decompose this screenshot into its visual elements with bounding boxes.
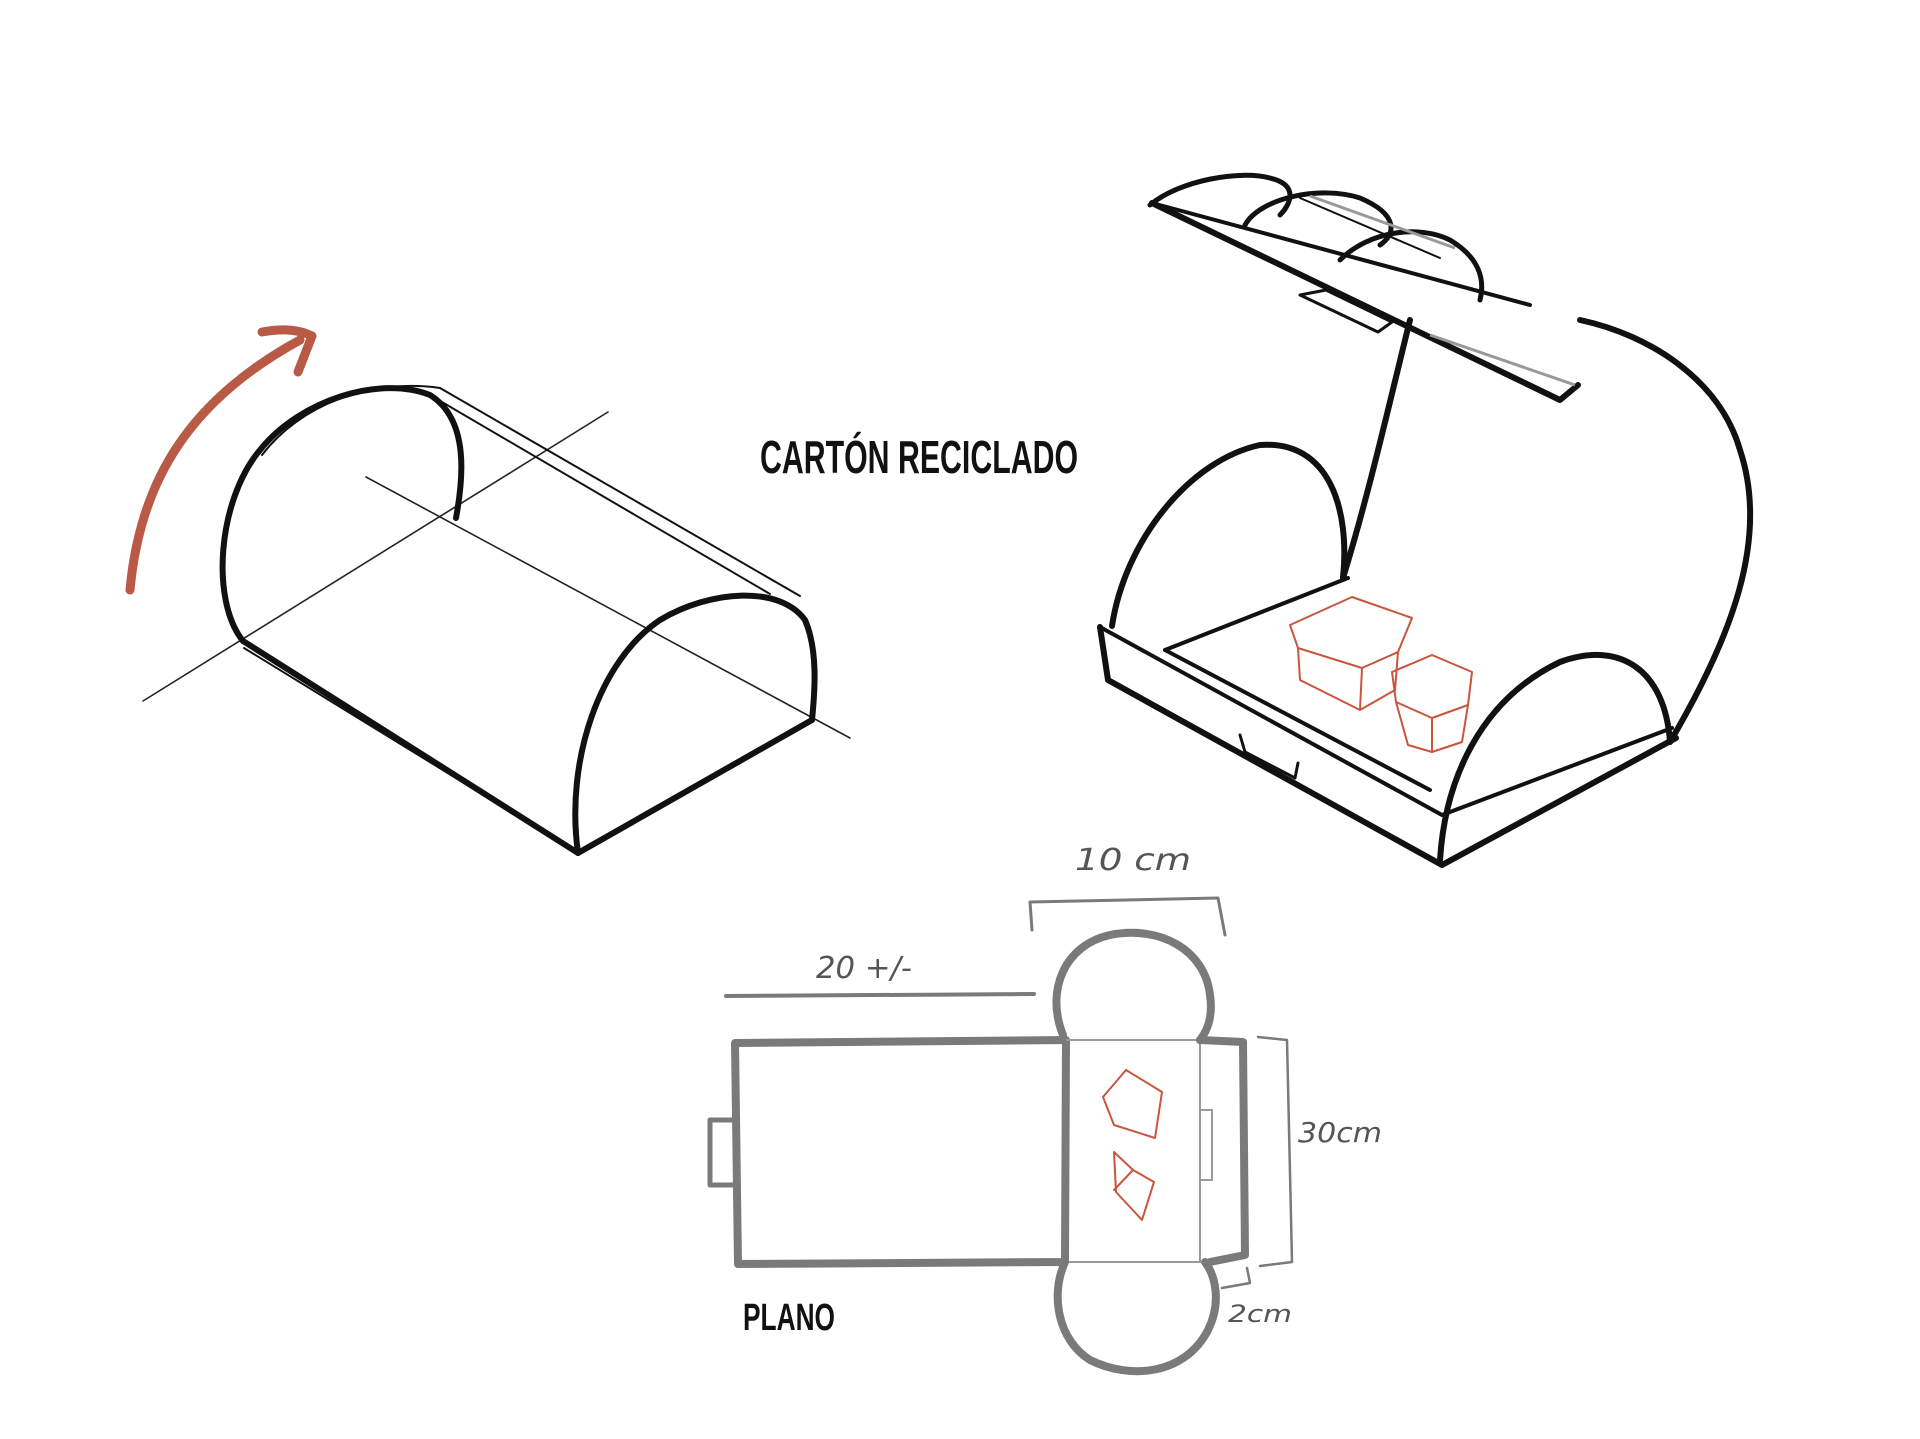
plan-bottom-circle [1053,1258,1220,1376]
rotation-arrow [125,335,305,595]
lid-hinge-gray [1309,194,1576,387]
plan-content-shape-1 [1102,1069,1163,1139]
lid-top-plate [1149,200,1581,403]
dim-height-label: 30cm [1298,1116,1382,1149]
content-box-1 [1289,596,1413,711]
lid-top-edge [1150,201,1532,307]
plan-top-circle [1052,928,1215,1044]
open-box-right-dome [1437,651,1673,863]
open-box-lid-right [1577,317,1754,745]
open-box-lid-right-edge [1674,439,1751,736]
axis-line-2 [365,476,851,739]
open-box-drawing [1097,172,1754,868]
open-box-base [1097,624,1679,868]
plan-side-tab [1200,1109,1213,1181]
closed-box-base-edge [575,717,815,856]
closed-box-top-ridge [439,387,801,597]
dim-width-label: 10 cm [1075,843,1191,878]
dim-flap-label: 2cm [1228,1300,1292,1328]
rotation-arrowhead [257,325,317,377]
open-box-lid-back [1340,317,1413,581]
closed-box-front-dome [219,385,465,644]
content-box-2 [1391,654,1473,753]
lid-tab [1298,288,1394,334]
dim-arrow-flap [1220,1266,1252,1290]
plan-side-frame [1196,1036,1249,1266]
dim-line-height [1256,1035,1294,1268]
open-box-base-top [1098,625,1674,817]
open-box-inner-floor [1163,576,1432,792]
plan-main-panel [731,1036,1070,1268]
title-text: CARTÓN RECICLADO [760,431,1078,483]
plan-side-panel [1066,1039,1201,1263]
plan-content-shape-2 [1113,1151,1155,1221]
lid-dome-right [1337,229,1485,303]
closed-box-ridge-2 [429,394,771,595]
plan-label: PLANO [743,1297,835,1339]
closed-box-front-dome-edge [261,384,441,456]
flat-plan-drawing [707,896,1294,1376]
content-boxes [1289,596,1473,753]
open-box-left-dome [1109,441,1348,629]
lid-dome-left [1147,172,1293,218]
closed-box-seam [243,647,579,854]
lid-dome-mid [1242,190,1394,248]
closed-box-back-dome [572,592,818,856]
axis-line-1 [142,411,609,702]
closed-box-drawing [125,325,851,856]
plan-left-tab [707,1117,736,1188]
lid-hinge-line [1299,197,1441,259]
dim-line-length [724,992,1036,998]
base-tab [1238,733,1300,780]
dim-line-width [1028,896,1227,937]
dim-length-label: 20 +/- [816,951,912,986]
